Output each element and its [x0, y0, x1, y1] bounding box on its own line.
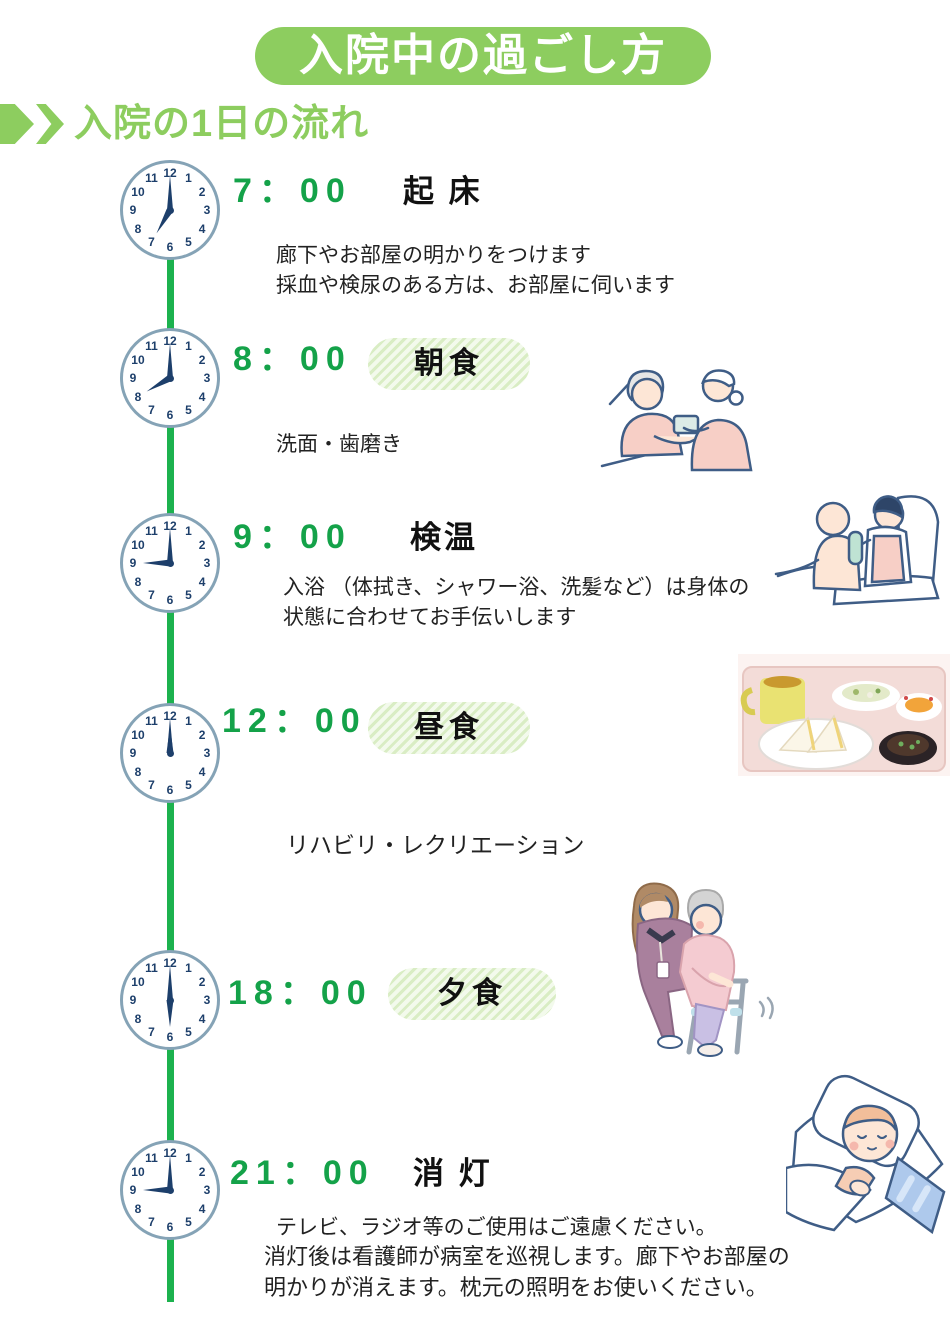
description-rehab: リハビリ・レクリエーション	[286, 832, 585, 858]
activity-pill-lunch: 昼食	[368, 702, 530, 754]
description-line: 状態に合わせてお手伝いします	[283, 606, 577, 629]
activity-label-breakfast: 朝食	[414, 347, 484, 380]
description-wakeup: 廊下やお部屋の明かりをつけます 採血や検尿のある方は、お部屋に伺います	[276, 241, 675, 301]
description-line: 洗面・歯磨き	[276, 433, 402, 456]
activity-pill-dinner: 夕食	[388, 968, 556, 1020]
activity-label-lightsout: 消 灯	[413, 1156, 493, 1191]
sleeping-patient-illustration	[786, 1074, 946, 1234]
body-wiping-assistance-illustration	[774, 495, 940, 606]
description-lightsout-footer: 消灯後は看護師が病室を巡視します。廊下やお部屋の 明かりが消えます。枕元の照明を…	[264, 1241, 790, 1303]
description-line: 入浴 （体拭き、シャワー浴、洗髪など）は身体の	[283, 576, 750, 599]
time-21-00: 21：00	[230, 1154, 375, 1192]
activity-pill-breakfast: 朝食	[368, 338, 530, 390]
description-breakfast: 洗面・歯磨き	[276, 430, 402, 460]
time-18-00: 18：00	[228, 974, 373, 1012]
double-chevron-icon	[0, 104, 64, 144]
time-7-00: 7：00	[233, 172, 352, 210]
time-9-00: 9：00	[233, 518, 352, 556]
description-line: 明かりが消えます。枕元の照明をお使いください。	[264, 1275, 768, 1300]
blood-pressure-check-illustration	[600, 369, 753, 472]
walker-assistance-illustration	[631, 882, 774, 1057]
description-line: 採血や検尿のある方は、お部屋に伺います	[276, 274, 675, 297]
page-title: 入院中の過ごし方	[299, 31, 667, 80]
activity-label-lunch: 昼食	[414, 711, 484, 744]
activity-label-wakeup: 起 床	[403, 174, 483, 209]
activity-label-tempcheck: 検温	[410, 520, 478, 555]
page-title-banner: 入院中の過ごし方	[255, 27, 711, 85]
time-8-00: 8：00	[233, 340, 352, 378]
description-tv-radio: テレビ、ラジオ等のご使用はご遠慮ください。	[276, 1213, 717, 1243]
activity-label-dinner: 夕食	[437, 977, 507, 1010]
meal-tray-photo	[738, 654, 950, 776]
description-bathing: 入浴 （体拭き、シャワー浴、洗髪など）は身体の 状態に合わせてお手伝いします	[283, 573, 749, 633]
section-heading: 入院の1日の流れ	[74, 103, 370, 145]
description-line: 消灯後は看護師が病室を巡視します。廊下やお部屋の	[264, 1244, 790, 1269]
description-line: テレビ、ラジオ等のご使用はご遠慮ください。	[276, 1216, 717, 1239]
description-line: 廊下やお部屋の明かりをつけます	[276, 244, 591, 267]
time-12-00: 12：00	[222, 702, 367, 740]
section-heading-row: 入院の1日の流れ	[0, 100, 369, 148]
